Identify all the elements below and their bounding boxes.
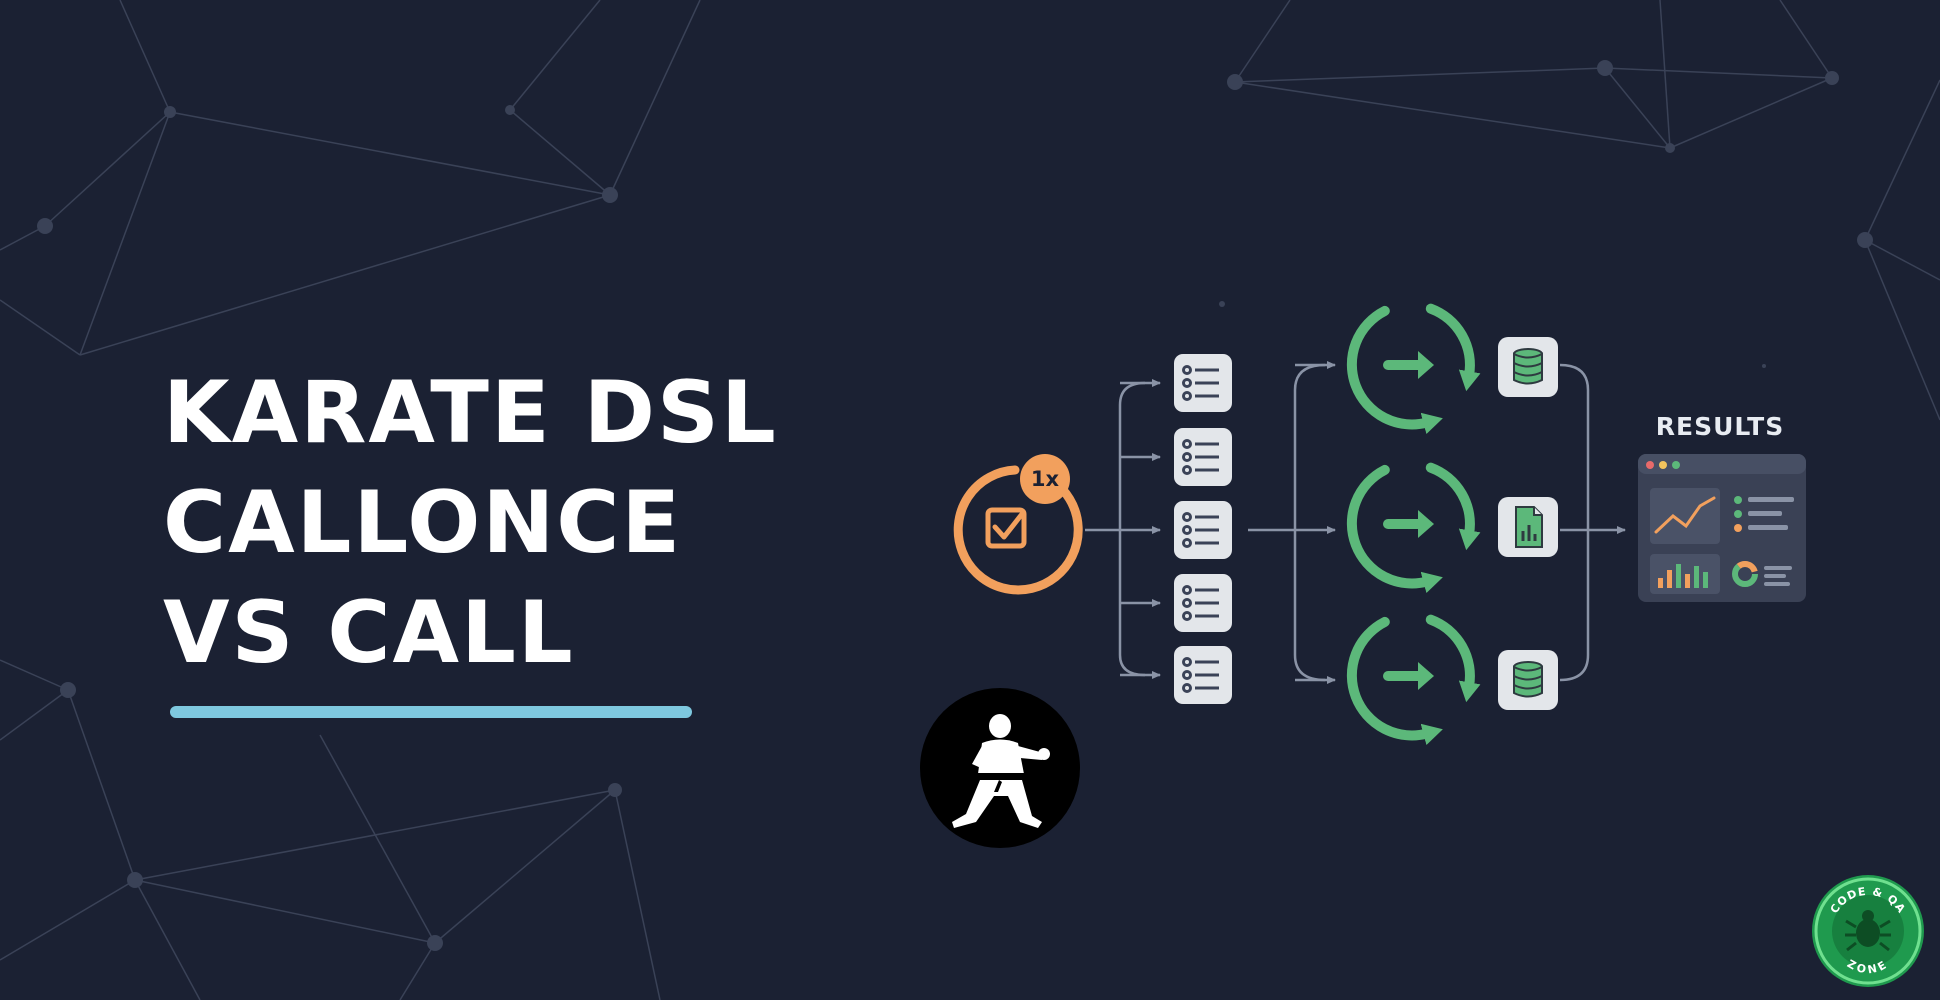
karate-fighter-icon [952, 714, 1050, 828]
code-qa-zone-logo: CODE & QA ZONE [1812, 875, 1924, 987]
test-list-icon [1174, 646, 1232, 704]
test-list-icon [1174, 354, 1232, 412]
test-list-icons [1174, 354, 1232, 704]
results-dashboard [1638, 454, 1806, 602]
call-loop-icon [1346, 462, 1481, 594]
test-list-icon [1174, 501, 1232, 559]
call-loop-icon [1346, 614, 1481, 746]
database-icon [1498, 650, 1558, 710]
title-line-1: KARATE DSL [163, 363, 778, 463]
test-list-icon [1174, 574, 1232, 632]
database-icon [1498, 337, 1558, 397]
title-line-3: VS CALL [163, 583, 575, 683]
title-line-2: CALLONCE [163, 473, 683, 573]
video-title: KARATE DSL CALLONCE VS CALL [163, 358, 778, 688]
run-once-badge: 1x [1020, 454, 1070, 504]
karate-fighter-avatar [920, 688, 1080, 848]
bug-icon [1845, 910, 1891, 952]
results-label: RESULTS [1655, 412, 1785, 441]
call-loop-icons [1346, 303, 1481, 746]
callonce-ring-icon [953, 465, 1083, 595]
svg-text:ZONE: ZONE [1845, 957, 1891, 976]
report-file-icon [1498, 497, 1558, 557]
title-underline [170, 706, 692, 718]
test-list-icon [1174, 428, 1232, 486]
fan-out-connectors [1085, 361, 1626, 684]
call-loop-icon [1346, 303, 1481, 435]
